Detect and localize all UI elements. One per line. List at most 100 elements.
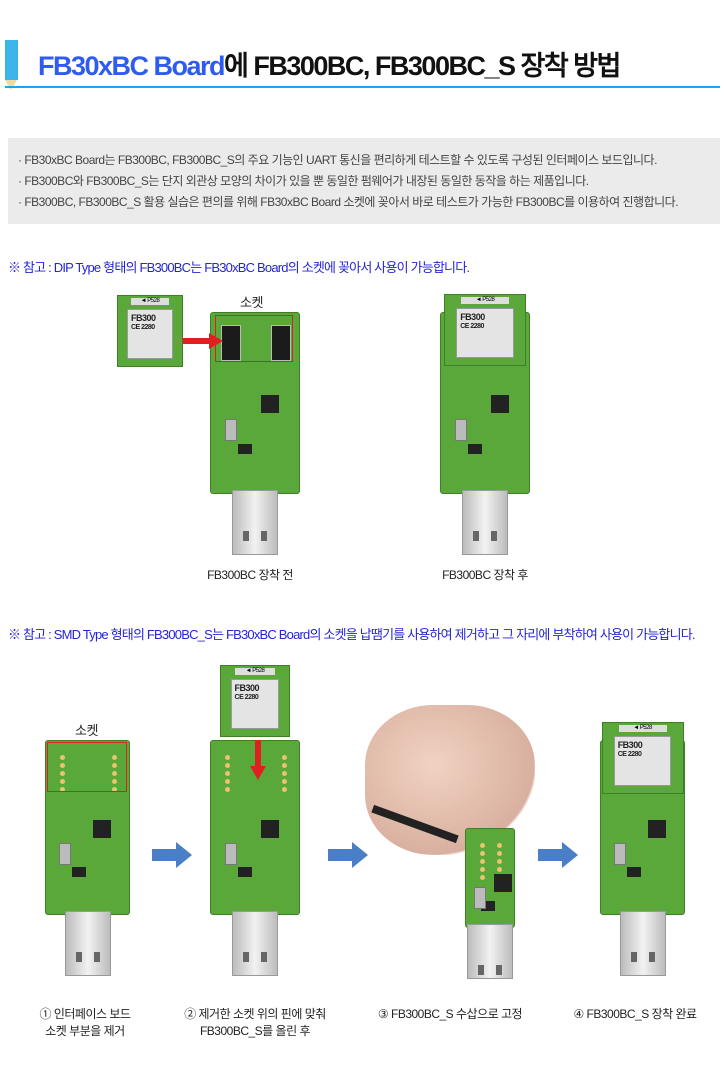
pin-pad [112,755,117,760]
pin-pad [480,867,485,872]
pin-pad [282,787,287,792]
power-switch [473,887,486,909]
pin-pad [497,851,502,856]
socket-label-2: 소켓 [75,723,98,738]
usb-slot [478,965,484,975]
pin-pad [497,843,502,848]
usb-plug [64,911,111,976]
pin-pad [480,875,485,880]
pin-pad [497,859,502,864]
module-antenna: ◄ P528 [130,298,170,306]
pin-pad [282,763,287,768]
usb-slot [496,965,502,975]
pin-pad [60,771,65,776]
info-line: · FB300BC와 FB300BC_S는 단지 외관상 모양의 차이가 있을 … [18,174,589,188]
info-box: · FB30xBC Board는 FB300BC, FB300BC_S의 주요 … [8,138,720,224]
ic-chip [238,867,252,877]
power-switch [613,842,626,865]
title-highlight: FB30xBC Board [38,51,226,81]
ic-chip [260,394,279,413]
power-switch [454,418,467,441]
pin-pad [60,779,65,784]
step-caption-4: ④ FB300BC_S 장착 완료 [573,1007,697,1021]
caption-before: FB300BC 장착 전 [207,568,293,582]
pin-pad [480,843,485,848]
page-title: FB30xBC Board에 FB300BC, FB300BC_S 장착 방법 [38,44,621,83]
arrow-right-icon [152,842,192,868]
ic-chip [238,444,252,455]
pin-pad [282,771,287,776]
power-switch [224,842,237,865]
pin-pad [60,755,65,760]
ic-chip [490,394,509,413]
ic-chip [71,867,86,877]
ic-chip [468,444,482,455]
usb-slot [261,952,267,962]
usb-slot [261,531,267,541]
ic-chip [493,874,512,892]
section1-note: ※ 참고 : DIP Type 형태의 FB300BC는 FB30xBC Boa… [8,260,470,275]
power-switch [58,842,71,865]
title-divider [5,86,720,88]
pin-pad [480,851,485,856]
socket-label: 소켓 [240,295,263,310]
ic-chip [481,901,495,911]
pin-pad [60,763,65,768]
pin-pad [225,787,230,792]
arrow-right-icon [328,842,368,868]
pin-pad [112,779,117,784]
usb-slot [93,952,100,962]
usb-plug [232,490,278,555]
usb-slot [491,531,497,541]
usb-slot [243,952,249,962]
pin-pad [497,867,502,872]
pin-pad [282,755,287,760]
usb-plug [467,924,513,979]
socket-header [221,325,241,361]
ic-chip [626,867,641,877]
usb-plug [619,911,666,976]
pin-pad [480,859,485,864]
usb-slot [630,952,637,962]
usb-slot [473,531,479,541]
pin-pad [282,779,287,784]
usb-slot [75,952,82,962]
pin-pad [112,787,117,792]
power-switch [224,418,237,441]
pin-pad [225,771,230,776]
ic-chip [260,819,279,838]
pin-pad [112,771,117,776]
module-antenna: ◄ P528 [234,668,276,676]
socket-highlight [215,315,293,362]
section2-note: ※ 참고 : SMD Type 형태의 FB300BC_S는 FB30xBC B… [8,627,696,642]
pin-pad [60,787,65,792]
interface-board [465,828,515,928]
pencil-icon [5,40,18,90]
arrow-right-icon [538,842,578,868]
pin-pad [112,763,117,768]
title-rest: 에 FB300BC, FB300BC_S 장착 방법 [224,51,621,81]
arrow-right-icon [183,333,223,349]
pin-pad [225,763,230,768]
ic-chip [92,819,111,838]
pin-pad [225,779,230,784]
module-antenna: ◄ P528 [461,297,509,305]
usb-plug [232,911,278,976]
arrow-down-icon [250,740,266,780]
step-caption-3: ③ FB300BC_S 수삽으로 고정 [377,1007,523,1021]
interface-board [45,740,130,915]
info-line: · FB300BC, FB300BC_S 활용 실습은 편의를 위해 FB30x… [18,195,679,209]
usb-plug [462,490,508,555]
pin-pad [225,755,230,760]
info-line: · FB30xBC Board는 FB300BC, FB300BC_S의 주요 … [18,153,657,167]
